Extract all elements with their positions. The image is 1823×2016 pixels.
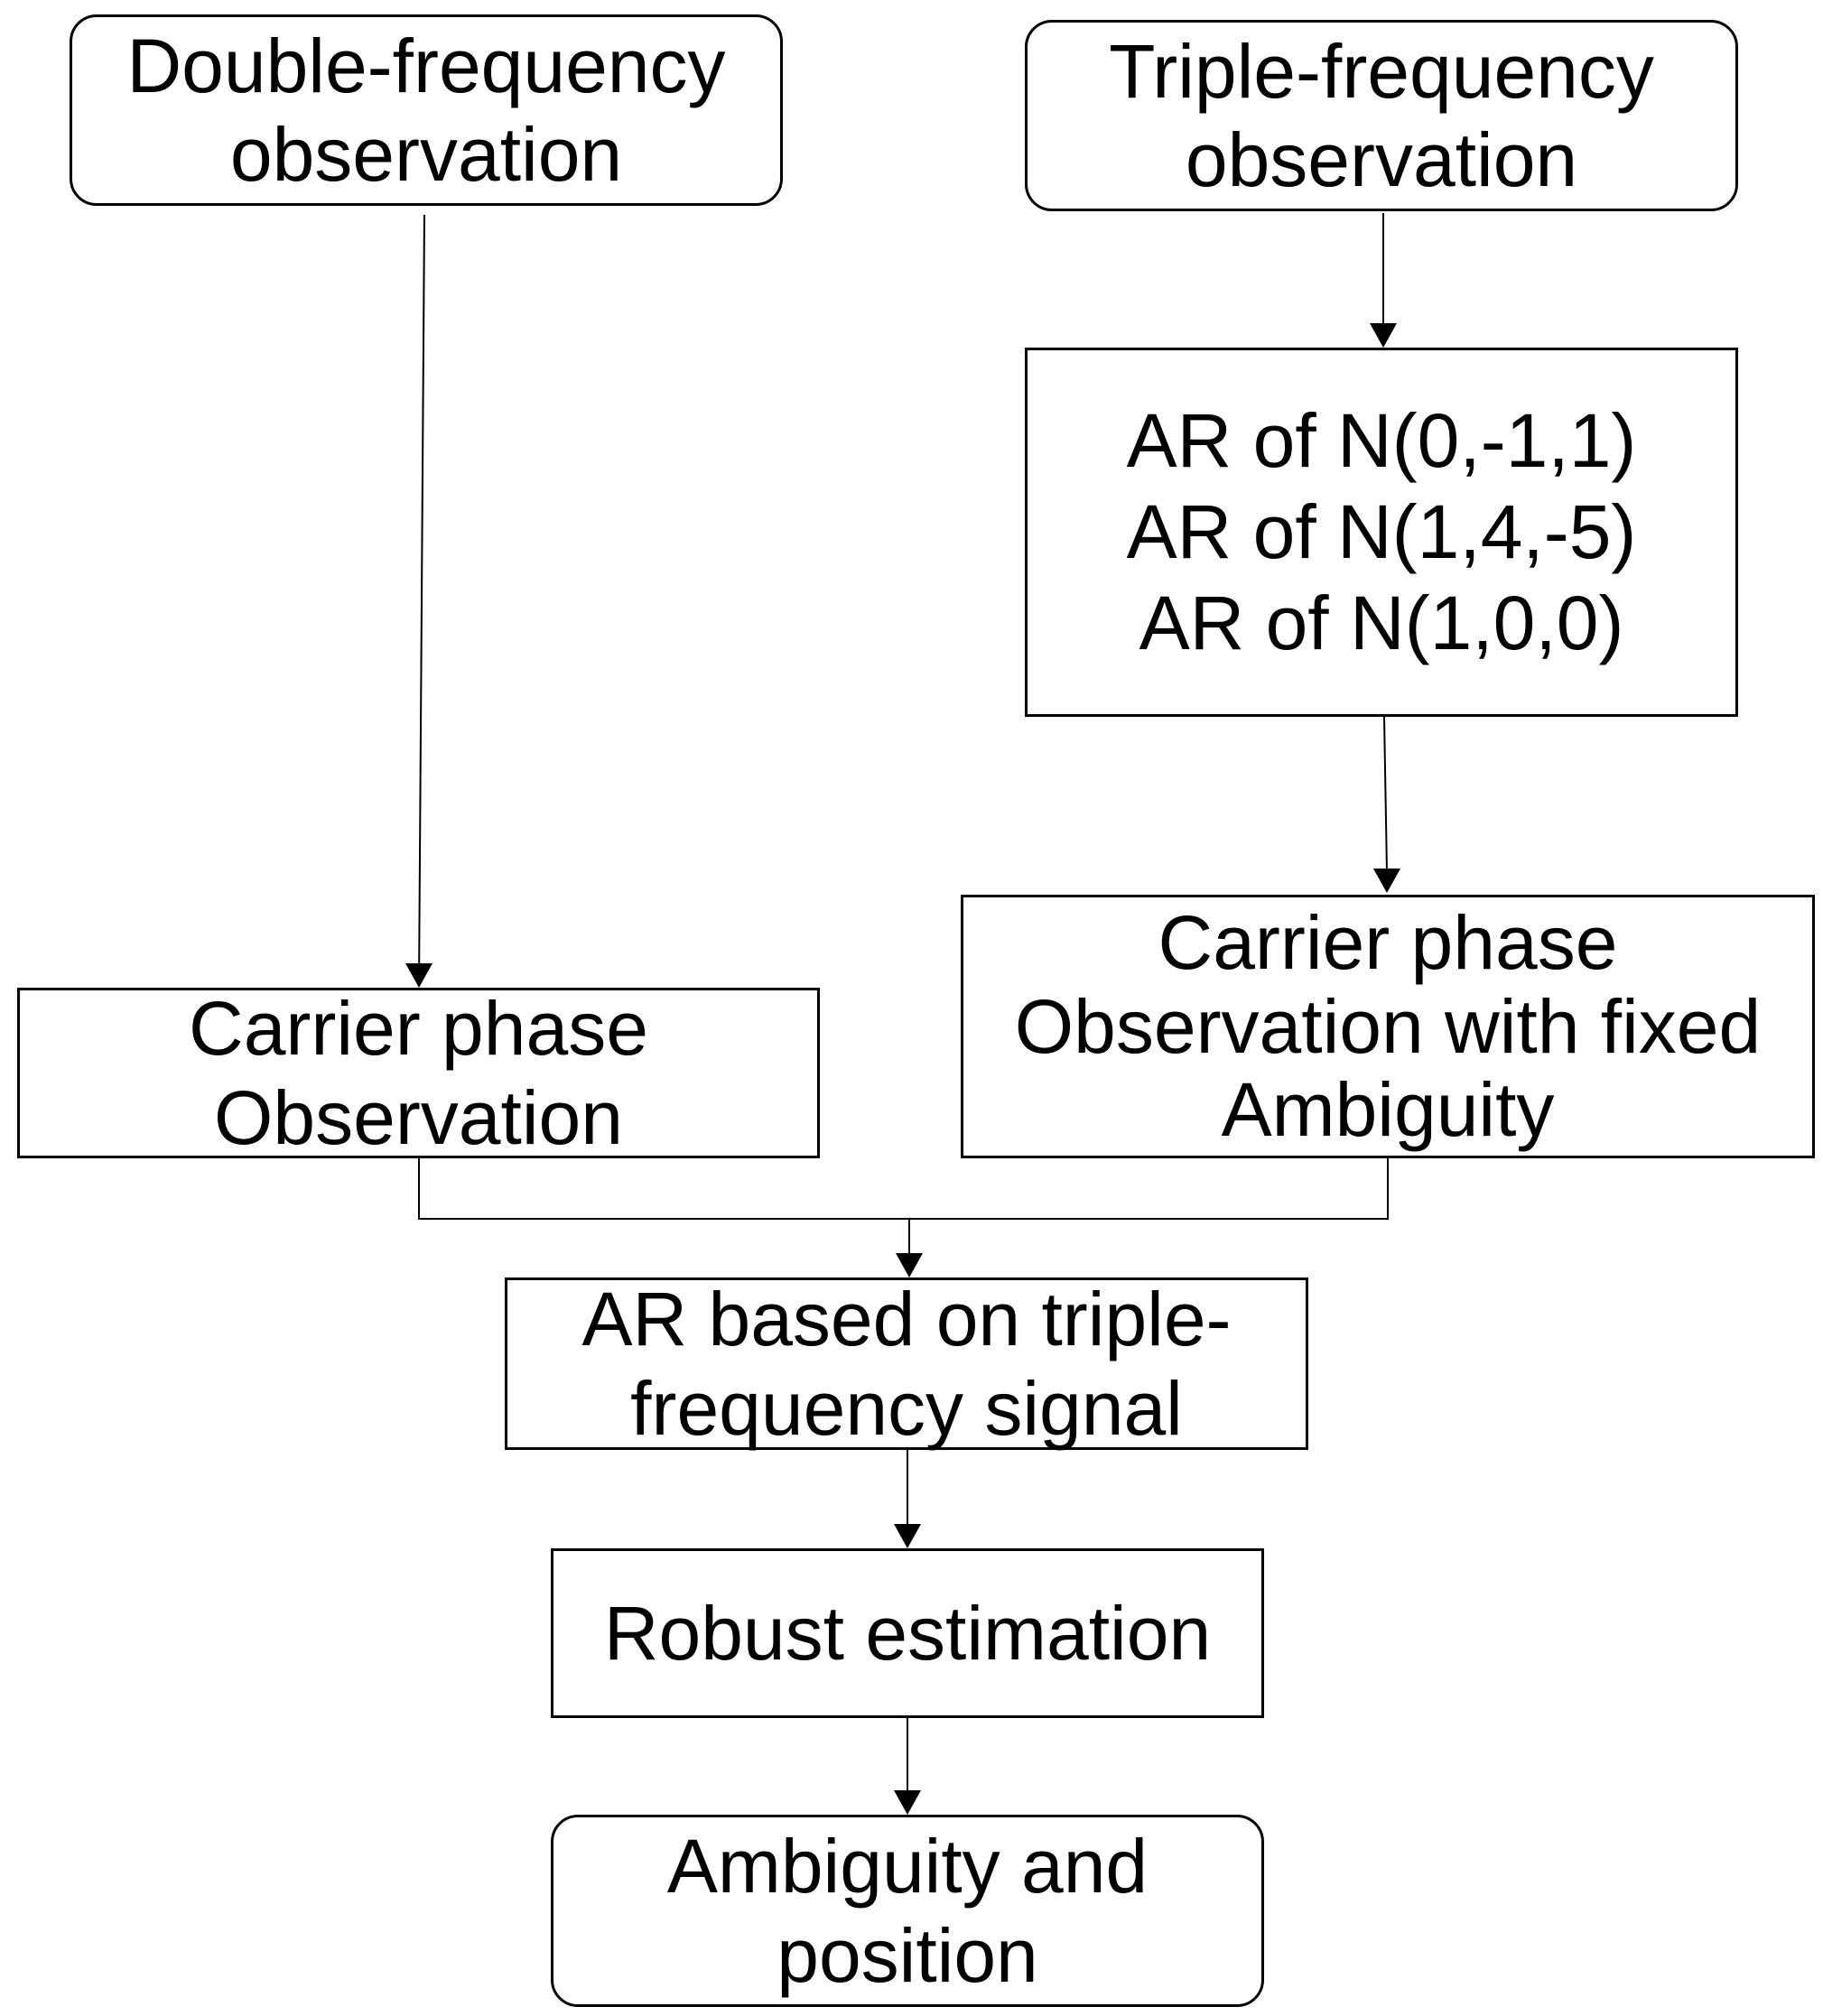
arrow-double-to-carrier [418, 214, 425, 987]
arrowhead-merge-to-ar-triple [896, 1253, 923, 1277]
node-line: observation [1185, 117, 1578, 202]
arrowhead-ar-triple-to-robust [894, 1524, 921, 1548]
node-line: Triple-frequency [1109, 28, 1654, 114]
arrowhead-triple-to-ar [1370, 323, 1397, 348]
carrier-phase-observation-node: Carrier phase Observation [17, 986, 820, 1160]
arrowhead-ar-to-fixed [1373, 869, 1400, 893]
node-line: Ambiguity and [666, 1824, 1149, 1909]
node-line: AR of N(1,4,-5) [1126, 489, 1637, 575]
ar-combinations-node: AR of N(0,-1,1) AR of N(1,4,-5) AR of N(… [1025, 348, 1738, 717]
node-line: position [777, 1912, 1038, 1998]
ambiguity-and-position-node: Ambiguity and position [551, 1815, 1264, 2007]
arrowhead-robust-to-result [894, 1790, 921, 1815]
robust-estimation-node: Robust estimation [551, 1548, 1264, 1718]
node-line: AR based on triple- [581, 1277, 1232, 1362]
double-frequency-observation-node: Double-frequency observation [70, 14, 783, 206]
node-line: Observation [214, 1074, 623, 1160]
arrow-ar-to-fixed [1383, 716, 1388, 873]
node-line: observation [229, 112, 623, 197]
node-line: Double-frequency [126, 23, 726, 108]
node-line: AR of N(1,0,0) [1139, 580, 1624, 665]
node-line: Ambiguity [1221, 1067, 1555, 1153]
node-line: Carrier phase [1158, 900, 1618, 986]
node-line: Carrier phase [189, 986, 648, 1072]
carrier-phase-fixed-ambiguity-node: Carrier phase Observation with fixed Amb… [961, 895, 1815, 1158]
merge-connector [418, 1157, 1389, 1220]
node-line: frequency signal [630, 1365, 1183, 1451]
node-line: Observation with fixed [1014, 983, 1762, 1069]
node-line: AR of N(0,-1,1) [1126, 398, 1637, 484]
node-line: Robust estimation [603, 1590, 1212, 1676]
arrowhead-double-to-carrier [405, 963, 432, 988]
ar-triple-frequency-node: AR based on triple- frequency signal [505, 1277, 1308, 1451]
triple-frequency-observation-node: Triple-frequency observation [1025, 20, 1738, 211]
